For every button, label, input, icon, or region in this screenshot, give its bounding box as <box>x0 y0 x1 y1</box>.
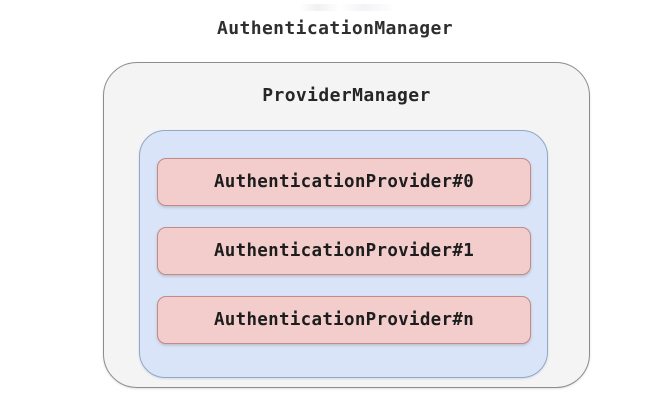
provider-label: AuthenticationProvider#n <box>213 310 475 330</box>
list-item[interactable]: AuthenticationProvider#1 <box>157 227 531 275</box>
provider-label: AuthenticationProvider#1 <box>213 241 475 261</box>
scan-artifact <box>300 4 396 11</box>
authentication-manager-container: ProviderManager AuthenticationProvider#0… <box>103 62 590 388</box>
diagram-title: AuthenticationManager <box>217 18 453 39</box>
list-item[interactable]: AuthenticationProvider#0 <box>157 158 531 206</box>
list-item[interactable]: AuthenticationProvider#n <box>157 296 531 344</box>
provider-list: AuthenticationProvider#0 AuthenticationP… <box>157 158 531 344</box>
provider-manager-label: ProviderManager <box>262 85 431 106</box>
provider-label: AuthenticationProvider#0 <box>213 172 475 192</box>
provider-manager-inner-container: AuthenticationProvider#0 AuthenticationP… <box>139 130 548 378</box>
